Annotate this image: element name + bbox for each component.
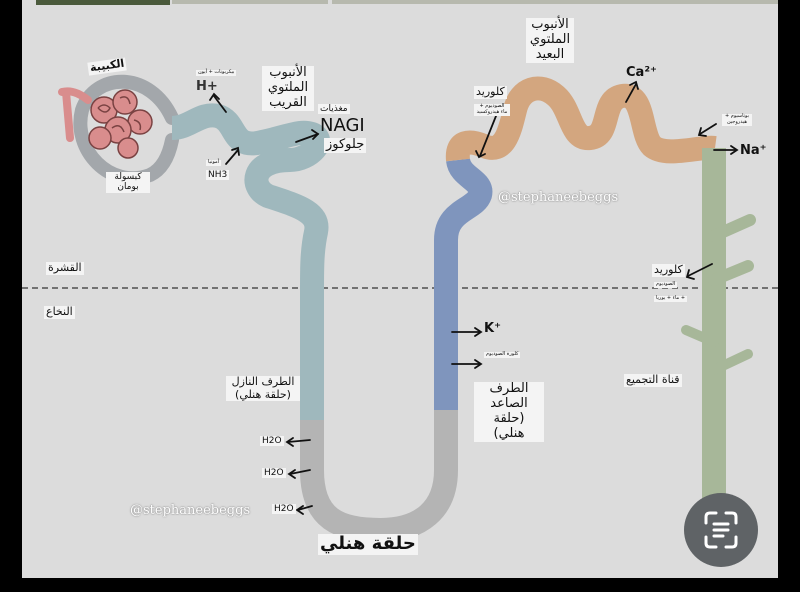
loop-of-henle-label: حلقة هنلي xyxy=(318,533,418,555)
chloride-dct-arrow xyxy=(479,115,497,157)
h2o-label: H2O xyxy=(260,436,284,447)
h2o-arrow xyxy=(297,505,313,511)
glucose-label: جلوكوز xyxy=(324,137,367,153)
loop-of-henle-bend xyxy=(300,400,458,543)
chloride-cd-label: كلوريد xyxy=(652,263,685,277)
collecting-duct-branch xyxy=(681,325,719,347)
chloride-dct-label: كلوريد xyxy=(474,85,507,99)
h2o-arrow xyxy=(289,469,311,475)
chloride-cd-small1-label: الصوديوم xyxy=(654,281,678,288)
nh3-small-label: أمونيا xyxy=(206,159,222,166)
medulla-label: النخاع xyxy=(44,305,75,319)
ca-label: Ca²⁺ xyxy=(626,65,657,80)
collecting-duct-branch xyxy=(708,260,754,286)
nh3-arrow xyxy=(225,149,239,165)
chloride-cd-small2-label: + ماء + يوريا xyxy=(654,295,688,302)
top-bar-segment xyxy=(332,0,778,4)
nagi-label: NAGI xyxy=(320,115,365,136)
k-label: K⁺ xyxy=(484,321,501,336)
pct-label: الأنبوب الملتوي القريب xyxy=(262,65,314,111)
descending-limb-label: الطرف النازل (حلقة هنلي) xyxy=(226,375,300,402)
h-ion-arrow xyxy=(213,95,227,113)
chloride-cd-arrow xyxy=(687,263,713,277)
collecting-duct-branch xyxy=(709,349,753,375)
glomerulus xyxy=(88,89,153,159)
ascending-limb xyxy=(434,156,493,410)
distal-convoluted-tubule xyxy=(445,76,717,164)
na-small-label: بوتاسيوم + هيدروجين xyxy=(722,113,752,126)
cortex-label: القشرة xyxy=(46,261,84,275)
chloride-dct-small-label: الصوديوم + ماء هيدروكسيد xyxy=(474,103,510,116)
arteriole xyxy=(62,88,74,142)
top-bar-segment xyxy=(36,0,170,5)
watermark: @stephaneebeggs xyxy=(130,503,251,518)
na-potassium-arrow xyxy=(699,123,717,135)
scan-text-button[interactable] xyxy=(684,493,758,567)
top-bar-segment xyxy=(172,0,328,4)
dct-label: الأنبوب الملتوي البعيد xyxy=(526,17,574,63)
h2o-arrow xyxy=(287,439,311,443)
nutrients-label: مغذيات xyxy=(318,104,350,115)
ca-arrow xyxy=(625,83,637,103)
h2o-label: H2O xyxy=(272,504,296,515)
h-ion-label: H+ xyxy=(196,79,218,94)
collecting-duct-label: قناة التجميع xyxy=(624,373,682,387)
bowman-capsule xyxy=(73,74,179,186)
na-label: Na⁺ xyxy=(740,143,767,158)
pct-secretion-small-label: بيكربونات + أيون xyxy=(196,69,237,76)
scan-text-icon xyxy=(704,511,738,549)
ascending-limb-label: الطرف الصاعد (حلقة هنلي) xyxy=(474,381,544,442)
glucose-arrow xyxy=(295,133,319,143)
h2o-label: H2O xyxy=(262,468,286,479)
proximal-convoluted-tubule xyxy=(170,103,330,460)
nacl-small-label: كلورة الصوديوم xyxy=(484,351,521,358)
collecting-duct-branch xyxy=(708,214,756,242)
nh3-label: NH3 xyxy=(206,170,230,181)
bowman-capsule-label: كبسولة بومان xyxy=(106,172,150,193)
watermark: @stephaneebeggs xyxy=(498,190,619,205)
